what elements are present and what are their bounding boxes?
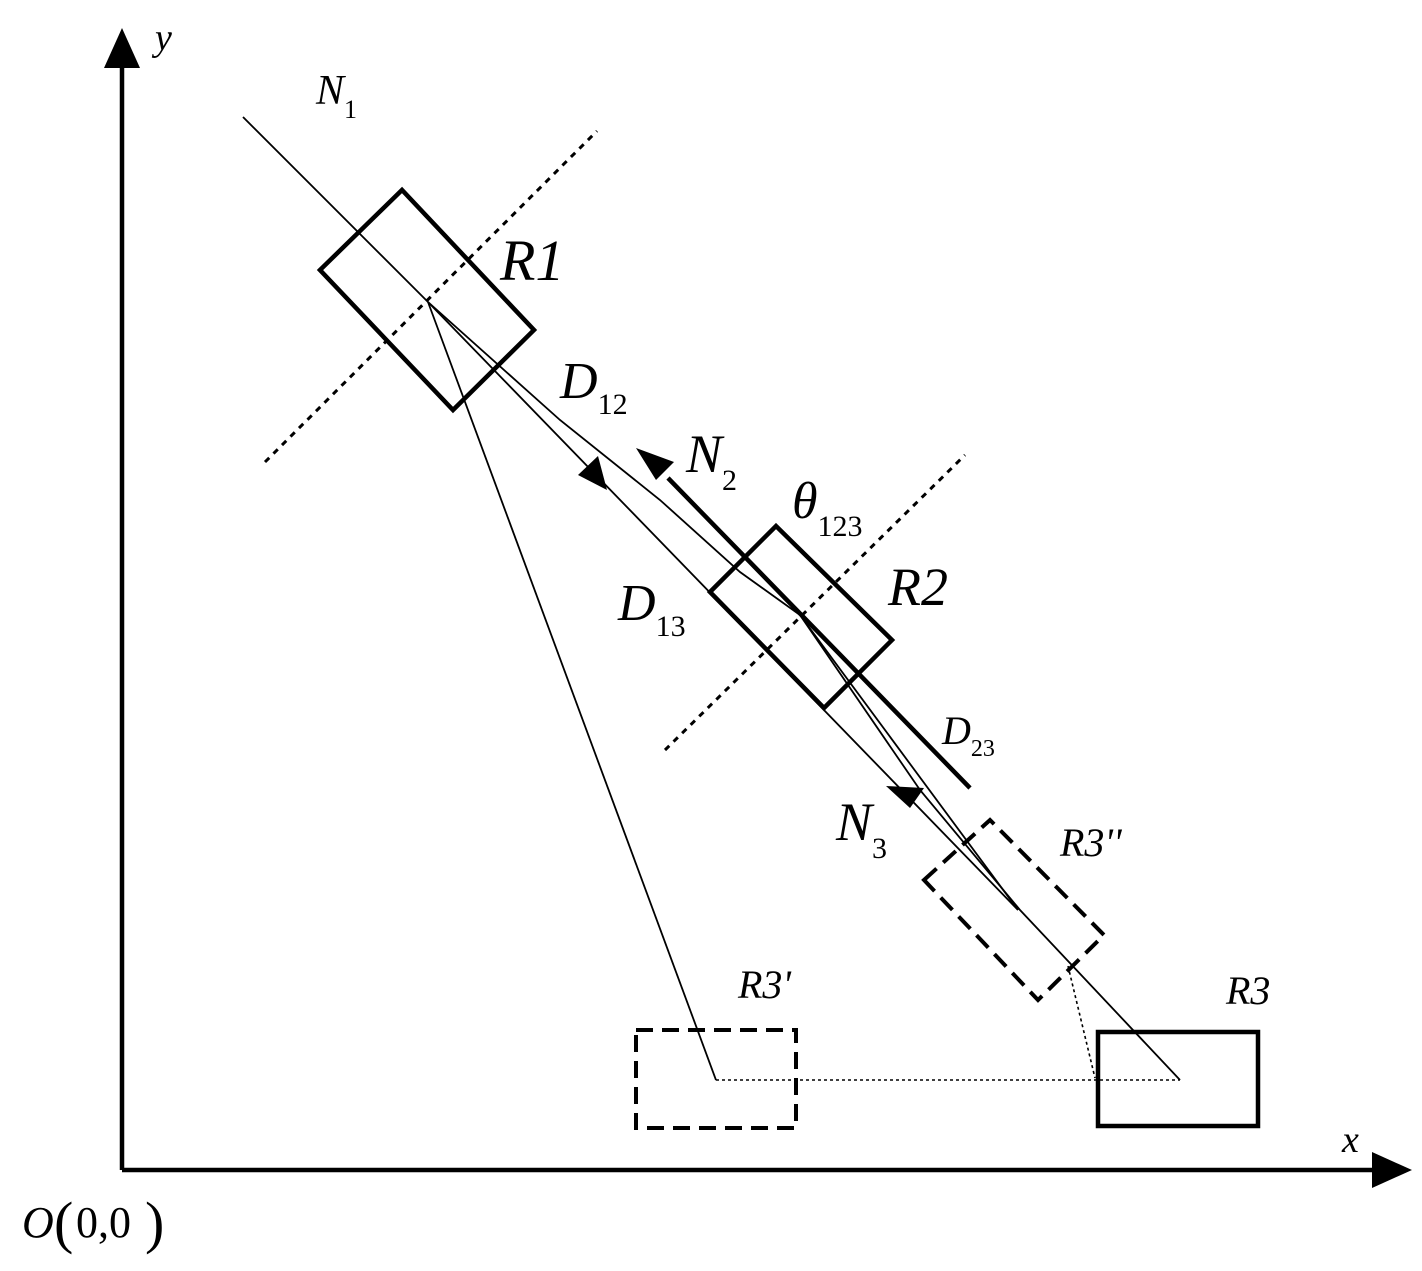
r3-double-prime-to-r3-dotted-line (1067, 965, 1096, 1079)
perpendicular-line-r1 (263, 129, 599, 464)
label-theta-main: θ (792, 473, 818, 530)
y-axis-label: y (151, 17, 172, 59)
n2-arrowhead (636, 448, 674, 480)
origin-coords: 0,0 (76, 1198, 131, 1247)
origin-right-paren: ) (145, 1190, 164, 1255)
label-d13: D13 (617, 575, 686, 643)
robot-r3-box (1095, 1029, 1261, 1129)
label-d23-sub: 23 (971, 736, 995, 762)
label-theta: θ123 (792, 473, 863, 543)
robot-r3-prime-box (634, 1028, 798, 1130)
d12-arrowhead (578, 456, 607, 490)
r2-to-r3-line (799, 614, 1019, 911)
origin-left-paren: ( (54, 1190, 73, 1255)
label-n3-main: N (835, 792, 875, 852)
label-n1-sub: 1 (344, 95, 357, 124)
label-n1: N1 (315, 68, 357, 124)
label-r3-prime: R3' (737, 962, 792, 1007)
label-d23: D23 (941, 708, 995, 762)
label-r3-double-prime: R3'' (1059, 820, 1123, 865)
label-n1-main: N (315, 68, 346, 114)
robot-r3-double-prime-box (921, 817, 1107, 1003)
perpendicular-line-r2 (663, 453, 967, 752)
label-n2-main: N (685, 424, 725, 484)
n2-heading-line (666, 476, 972, 790)
x-axis-arrowhead (1372, 1152, 1412, 1188)
label-d13-main: D (617, 575, 656, 632)
label-d13-sub: 13 (656, 610, 686, 643)
n1-trajectory-line (242, 116, 1181, 1081)
r1-to-r3-prime-line (427, 301, 717, 1081)
label-d12-sub: 12 (598, 388, 628, 421)
robot-r1-box (316, 186, 538, 414)
label-d12-main: D (559, 353, 598, 410)
label-n3-sub: 3 (872, 832, 887, 865)
x-axis-label: x (1341, 1119, 1359, 1161)
label-n2: N2 (685, 424, 737, 497)
origin-label: O ( 0,0 ) (22, 1190, 164, 1255)
robot-r2-box (706, 522, 896, 712)
label-r3: R3 (1225, 968, 1270, 1013)
label-r1: R1 (499, 228, 564, 293)
label-n3: N3 (835, 792, 887, 865)
label-r2: R2 (887, 557, 948, 617)
label-d23-main: D (941, 708, 971, 753)
label-theta-sub: 123 (818, 510, 863, 543)
n3-arrowhead (886, 786, 924, 808)
label-d12: D12 (559, 353, 628, 421)
y-axis-arrowhead (104, 28, 140, 68)
origin-letter: O (22, 1198, 54, 1247)
label-n2-sub: 2 (722, 464, 737, 497)
